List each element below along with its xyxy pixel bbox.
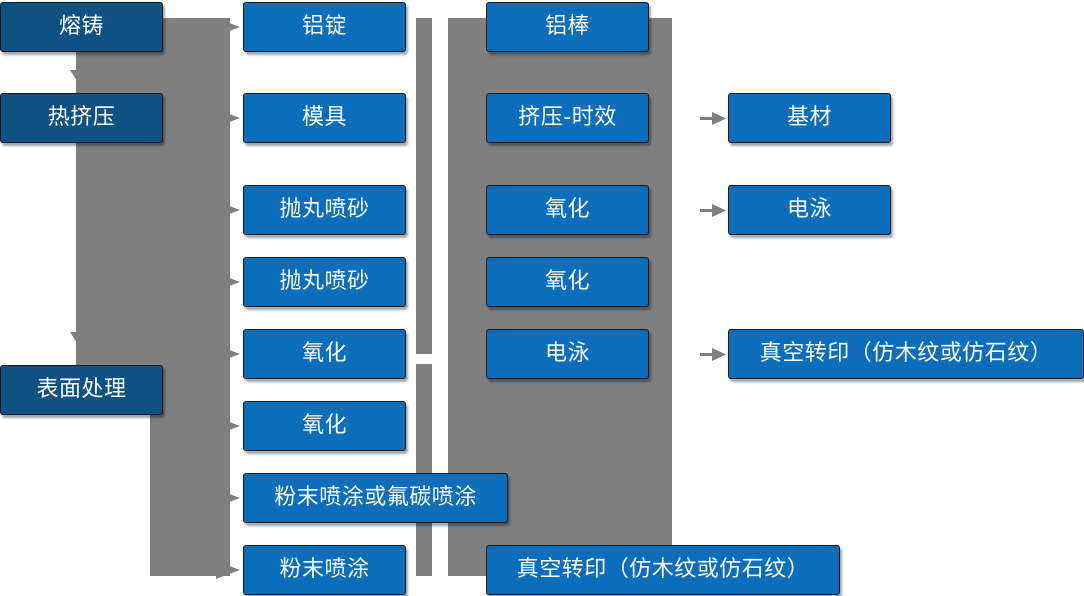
output-vacuum-transfer-printing[interactable]: 真空转印（仿木纹或仿石纹） (728, 329, 1084, 379)
output-substrate[interactable]: 基材 (728, 93, 891, 143)
stage-surface-treatment[interactable]: 表面处理 (0, 365, 163, 415)
step-mold[interactable]: 模具 (243, 93, 406, 143)
step-extrusion-aging[interactable]: 挤压-时效 (486, 93, 649, 143)
stage-melt-cast[interactable]: 熔铸 (0, 2, 163, 52)
step-shot-blasting-1[interactable]: 抛丸喷砂 (243, 185, 406, 235)
step-electrophoresis-1[interactable]: 电泳 (486, 329, 649, 379)
step-oxidation-2[interactable]: 氧化 (243, 401, 406, 451)
right-arrow-connectors (700, 112, 726, 361)
step-aluminum-ingot[interactable]: 铝锭 (243, 2, 406, 52)
step-oxidation-1[interactable]: 氧化 (243, 329, 406, 379)
stage-hot-extrusion[interactable]: 热挤压 (0, 93, 163, 143)
step-oxidation-4[interactable]: 氧化 (486, 257, 649, 307)
step-shot-blasting-2[interactable]: 抛丸喷砂 (243, 257, 406, 307)
step-oxidation-3[interactable]: 氧化 (486, 185, 649, 235)
output-electrophoresis[interactable]: 电泳 (728, 185, 891, 235)
step-aluminum-bar[interactable]: 铝棒 (486, 2, 649, 52)
step-powder-coating[interactable]: 粉末喷涂 (243, 545, 406, 595)
step-powder-or-fluorocarbon-coating[interactable]: 粉末喷涂或氟碳喷涂 (243, 473, 508, 523)
step-vacuum-transfer-printing-bottom[interactable]: 真空转印（仿木纹或仿石纹） (486, 545, 840, 595)
